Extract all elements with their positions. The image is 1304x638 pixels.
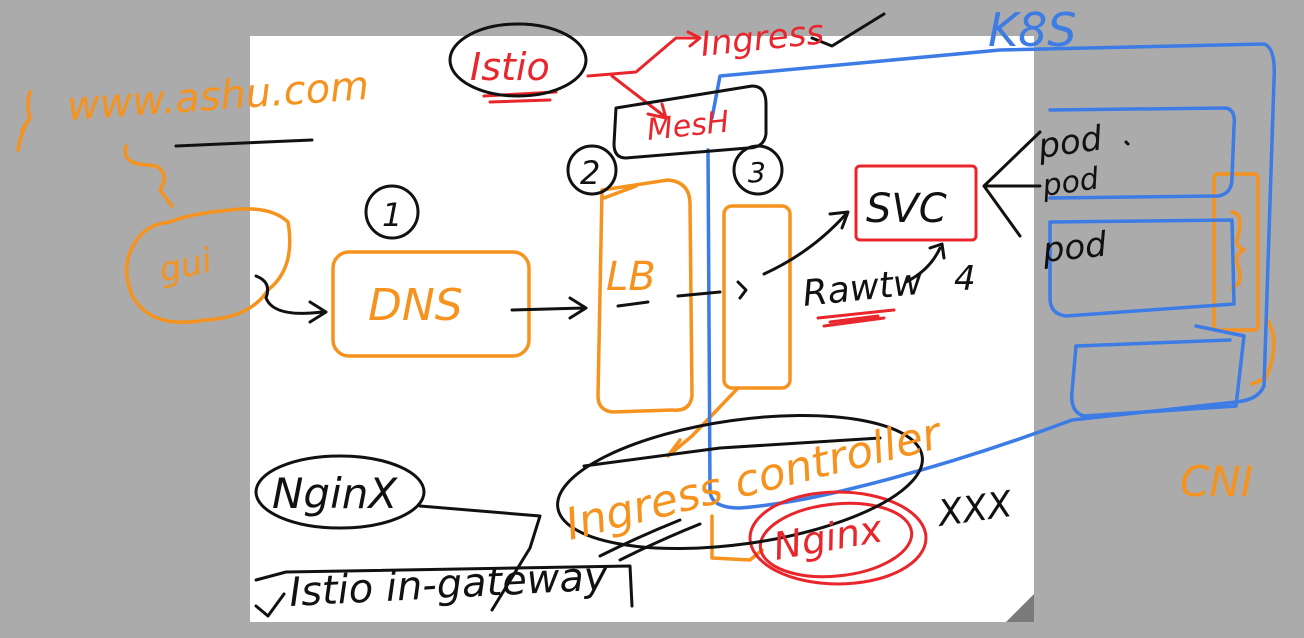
cni-label: CNI <box>1180 457 1253 506</box>
nginx-to-ingress-connector <box>418 504 542 612</box>
step3-label: 3 <box>748 156 766 189</box>
svc-to-pods-fan <box>982 130 1042 238</box>
routing-underline <box>816 308 896 328</box>
k8s-label: K8S <box>988 3 1077 57</box>
svc-label: SVC <box>866 186 947 232</box>
domain-bracket <box>16 90 32 152</box>
step2-circle <box>566 144 618 196</box>
domain-to-client-connector <box>123 144 174 208</box>
istio-circle <box>448 22 588 98</box>
domain-underline <box>174 138 314 148</box>
page-curl-corner <box>1006 594 1034 622</box>
nginx-red-circle-outer <box>748 490 928 586</box>
step1-label: 1 <box>382 196 402 234</box>
mesh-label: MesH <box>645 105 731 148</box>
istio-to-ingress-arrow <box>586 30 702 78</box>
routing-to-svc-arrow <box>904 242 946 284</box>
ingress-controller-ellipse <box>556 413 924 551</box>
lb-label: LB <box>606 254 656 300</box>
gateway-bracket <box>254 564 634 618</box>
client-label: gui <box>156 241 216 291</box>
nginx-box-label: NginX <box>272 469 398 518</box>
ingress-pod-box <box>722 204 792 390</box>
client-cloud-shape <box>124 207 292 324</box>
node-box-1 <box>1048 106 1237 200</box>
svc-box <box>854 164 978 242</box>
pod2-label: pod <box>1039 161 1102 204</box>
mesh-box <box>612 84 768 160</box>
lb-box <box>596 178 694 414</box>
ingress-controller-tail <box>598 518 702 562</box>
client-to-dns-arrow <box>254 274 328 324</box>
dns-to-lb-arrow <box>510 296 588 320</box>
k8s-cluster-outline <box>706 42 1277 510</box>
step4-label: 4 <box>954 259 976 299</box>
ingress-checkmark <box>810 12 886 48</box>
cni-inner-brace <box>1230 210 1246 290</box>
pod1-label: pod <box>1035 118 1105 167</box>
step1-circle <box>364 184 420 240</box>
pod3-label: pod <box>1040 224 1109 271</box>
nginx-red-circle-inner <box>758 501 914 579</box>
lb-stroke <box>602 184 638 200</box>
lb-dash <box>616 300 650 308</box>
istio-label: Istio <box>470 45 550 89</box>
dns-box <box>331 250 531 358</box>
cni-brace <box>1250 316 1276 386</box>
ingress-controller-topline <box>582 436 882 468</box>
cni-box <box>1212 172 1260 332</box>
istio-to-mesh-arrow <box>610 74 668 120</box>
dns-label: DNS <box>368 280 463 331</box>
nginx-black-ellipse <box>254 454 426 530</box>
step2-label: 2 <box>580 154 600 192</box>
node-box-3 <box>1070 324 1246 418</box>
pod-dot <box>1124 140 1130 146</box>
lb-to-ingress-arrow <box>676 280 748 300</box>
step3-circle <box>732 144 784 196</box>
ingress-to-svc-arrow <box>762 210 850 276</box>
node-box-2 <box>1048 218 1236 318</box>
